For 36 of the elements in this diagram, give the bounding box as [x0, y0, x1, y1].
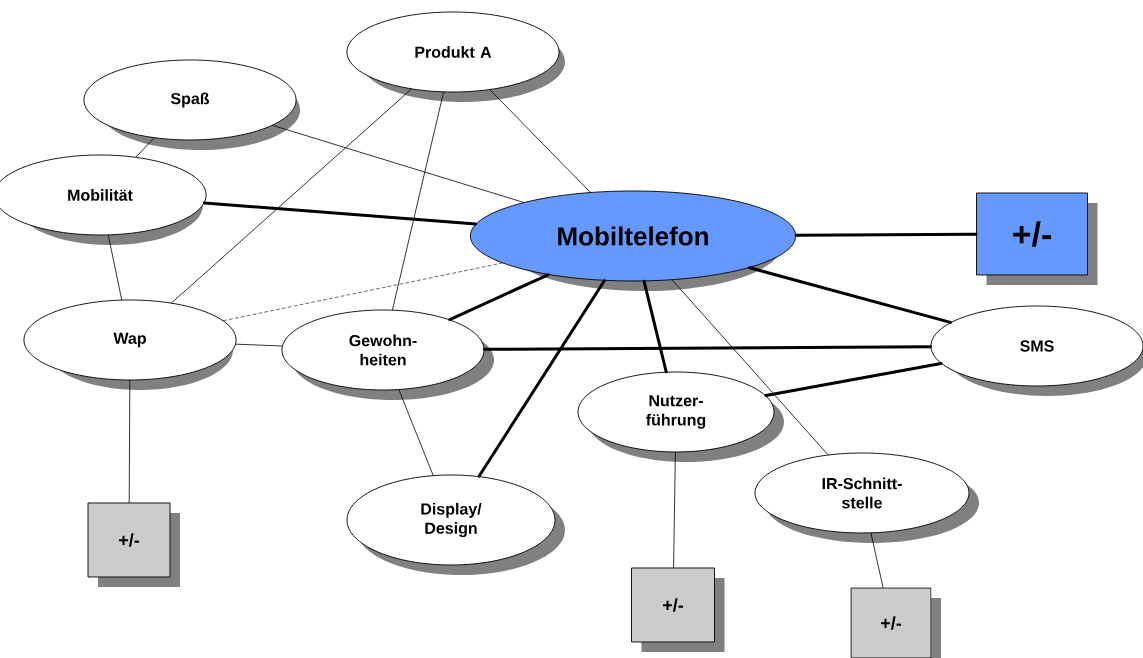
connector-line [642, 279, 668, 374]
connector-line [135, 137, 155, 158]
connector-line [223, 262, 503, 321]
connector-line [482, 345, 932, 351]
ellipse-node: Produkt A [346, 11, 565, 102]
connector-line [489, 89, 591, 193]
connector-line [171, 88, 412, 304]
ellipse-node: SMS [930, 305, 1143, 396]
connector-line [673, 452, 676, 568]
connector-line [272, 125, 524, 203]
ellipse-node: Mobiltelefon [469, 190, 797, 291]
ellipse-node: Mobilität [0, 154, 207, 245]
connector-line [235, 343, 283, 347]
connector-line [128, 380, 131, 503]
node-label: SMS [1020, 340, 1054, 352]
connector-line [748, 266, 952, 324]
ellipse-node: Display/ Design [346, 474, 565, 575]
connector-line [671, 279, 829, 456]
plus-minus-box: +/- [87, 502, 180, 587]
connector-line [392, 91, 444, 311]
ellipse-node: Wap [23, 299, 237, 390]
connector-line [794, 232, 978, 237]
ellipse-node: Spaß [83, 59, 300, 150]
plus-minus-box: +/- [631, 567, 725, 652]
connector-line [477, 279, 606, 478]
ellipse-node: Gewohn- heiten [281, 309, 494, 400]
connector-line [107, 234, 123, 301]
ellipse-node: IR-Schnitt- stelle [754, 452, 979, 543]
connector-line [764, 362, 943, 398]
connector-line [870, 532, 884, 588]
connector-line [398, 389, 434, 476]
plus-minus-box: +/- [976, 192, 1098, 285]
connector-line [202, 201, 478, 226]
ellipse-node: Nutzer- führung [577, 371, 784, 462]
connector-line [448, 273, 550, 322]
plus-minus-box: +/- [850, 587, 941, 658]
